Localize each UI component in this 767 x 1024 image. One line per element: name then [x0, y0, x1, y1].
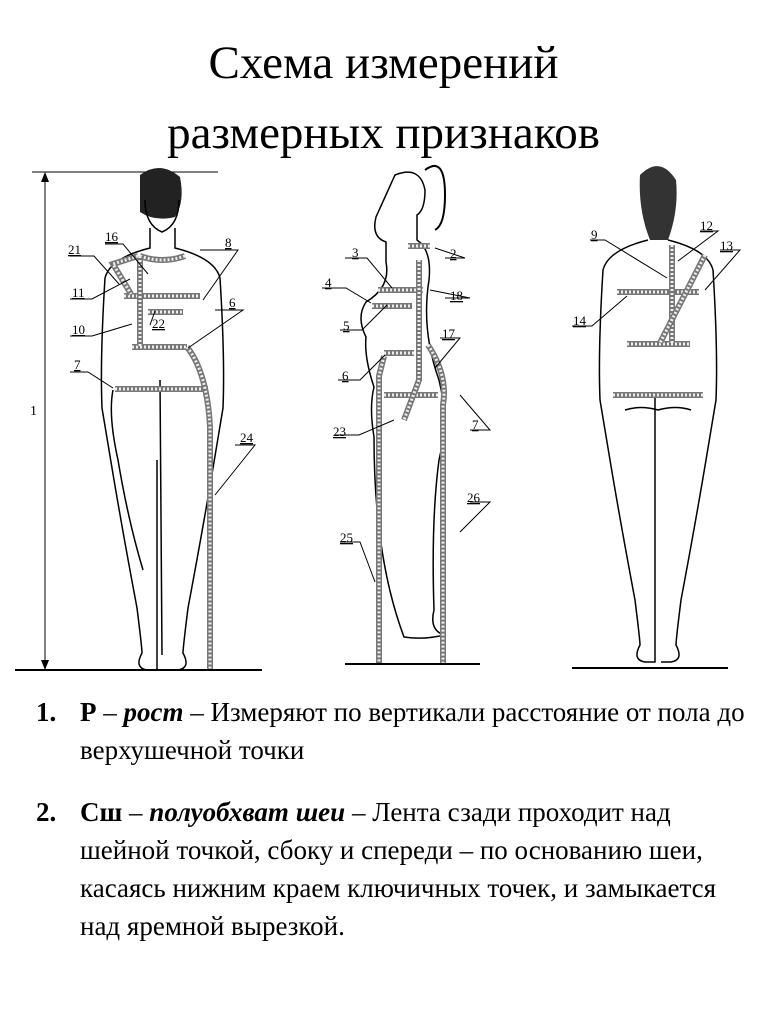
page-title: Схема измерений размерных признаков — [0, 28, 767, 168]
label-18: 18 — [450, 288, 463, 303]
front-figure: 16 21 8 11 6 10 22 7 24 1 — [15, 167, 262, 671]
label-1: 1 — [30, 404, 37, 419]
label-7: 7 — [74, 357, 81, 372]
label-24: 24 — [240, 430, 254, 445]
side-figure: 3 2 4 18 5 17 6 23 7 26 25 — [322, 164, 492, 665]
item-number: 2. — [36, 797, 57, 827]
item-number: 1. — [36, 697, 57, 727]
label-16: 16 — [105, 229, 119, 244]
item-text: Лента сзади проходит над шейной точкой, … — [80, 797, 717, 941]
label-17: 17 — [442, 326, 456, 341]
label-12: 12 — [700, 218, 713, 233]
label-2: 2 — [450, 246, 457, 261]
dash: – — [345, 797, 373, 827]
dash: – — [183, 697, 211, 727]
label-26: 26 — [467, 490, 481, 505]
item-abbr: Сш — [80, 797, 123, 827]
list-item: 2. Сш – полуобхват шеи – Лента сзади про… — [36, 793, 756, 945]
label-22: 22 — [152, 316, 165, 331]
label-4: 4 — [325, 275, 332, 290]
label-6: 6 — [229, 295, 236, 310]
title-line-2: размерных признаков — [167, 107, 600, 159]
label-6-side: 6 — [342, 368, 349, 383]
label-11: 11 — [72, 285, 85, 300]
label-21: 21 — [68, 242, 81, 257]
measurement-list: 1. Р – рост – Измеряют по вертикали расс… — [36, 693, 756, 969]
item-text: Измеряют по вертикали расстояние от пола… — [80, 697, 745, 765]
dash: – — [122, 797, 150, 827]
label-5: 5 — [343, 318, 350, 333]
label-9: 9 — [591, 227, 598, 242]
label-3: 3 — [352, 245, 359, 260]
item-term: рост — [123, 697, 184, 727]
label-10: 10 — [72, 322, 85, 337]
label-8: 8 — [225, 235, 232, 250]
label-13: 13 — [720, 238, 733, 253]
item-term: полуобхват шеи — [149, 797, 346, 827]
back-figure: 9 12 13 14 — [572, 166, 742, 669]
label-14: 14 — [573, 313, 587, 328]
measurement-diagram: 16 21 8 11 6 10 22 7 24 1 3 2 4 18 5 17 … — [15, 164, 742, 671]
dash: – — [96, 697, 124, 727]
label-7-side: 7 — [472, 417, 479, 432]
label-25: 25 — [340, 530, 353, 545]
label-23: 23 — [333, 424, 346, 439]
list-item: 1. Р – рост – Измеряют по вертикали расс… — [36, 693, 756, 769]
title-line-1: Схема измерений — [208, 37, 559, 89]
item-abbr: Р — [80, 697, 97, 727]
